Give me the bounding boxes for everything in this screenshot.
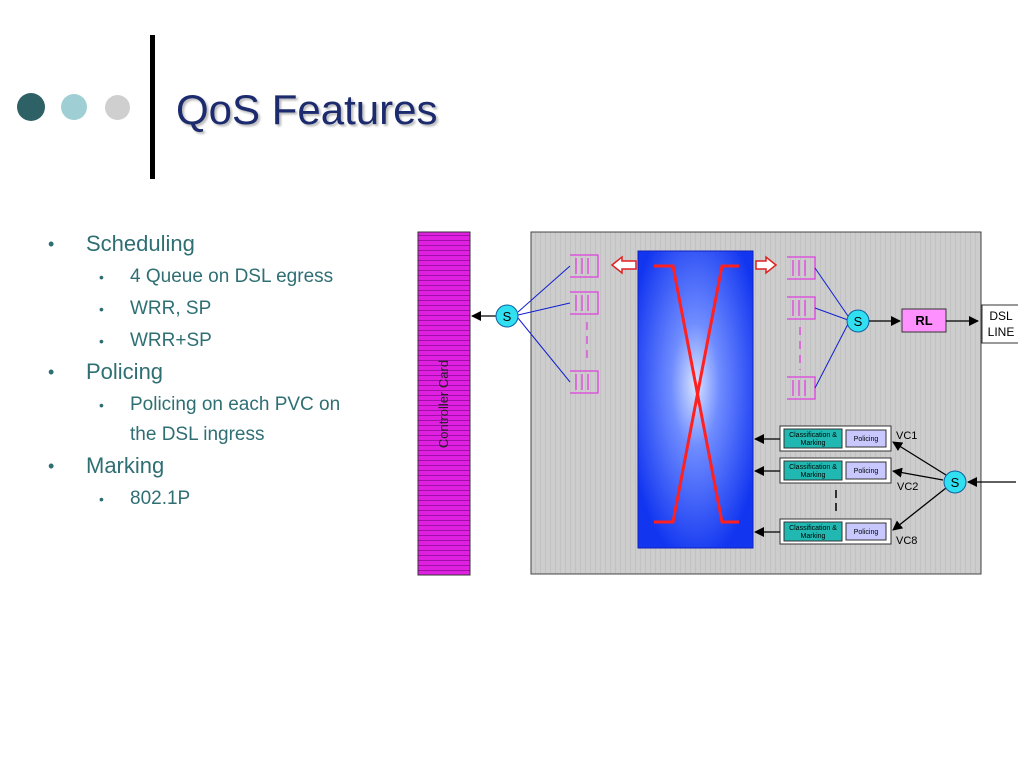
s-to-vc2-arrow xyxy=(892,467,944,481)
ingress-row-vc1: Classification & Marking Policing xyxy=(779,425,892,452)
policing-label: Policing xyxy=(854,468,879,475)
left-scheduler-links xyxy=(517,265,571,383)
classification-label-bottom: Marking xyxy=(801,472,826,479)
dsl-line-label-top: DSL xyxy=(989,309,1013,323)
sub-bullet-wrr-sp: WRR, SP xyxy=(99,294,388,324)
right-scheduler-label: S xyxy=(854,314,863,329)
bullet-policing: Policing xyxy=(48,358,388,386)
classification-box xyxy=(783,521,843,542)
vc1-label: VC1 xyxy=(896,430,917,442)
ingress-row-vc2: Classification & Marking Policing xyxy=(779,457,892,484)
ingress-scheduler-label: S xyxy=(951,475,960,490)
right-scheduler-links xyxy=(814,267,849,389)
fabric-ingress-arrow-icon xyxy=(610,255,637,275)
decor-dot-gray xyxy=(105,95,130,120)
decor-dot-dark xyxy=(17,93,45,121)
left-scheduler-label: S xyxy=(503,309,512,324)
bullet-list: Scheduling 4 Queue on DSL egress WRR, SP… xyxy=(48,228,388,516)
dsl-line-label-bottom: LINE xyxy=(988,325,1015,339)
ingress-row-vc8: Classification & Marking Policing xyxy=(779,518,892,545)
bullet-marking: Marking xyxy=(48,452,388,480)
slide-title: QoS Features xyxy=(176,86,438,133)
fabric-egress-arrow-icon xyxy=(755,255,778,275)
vc2-label: VC2 xyxy=(897,481,918,493)
sub-bullet-policing-pvc: Policing on each PVC on the DSL ingress xyxy=(99,390,360,450)
dsl-line-border xyxy=(981,304,1018,344)
classification-label-top: Classification & xyxy=(789,432,837,439)
left-queue-group xyxy=(570,254,599,394)
classification-box xyxy=(783,460,843,481)
classification-label-top: Classification & xyxy=(789,525,837,532)
controller-card xyxy=(417,231,471,576)
line-card-box xyxy=(530,231,982,575)
sub-bullet-wrr-plus-sp: WRR+SP xyxy=(99,326,388,356)
s-to-vc8-arrow xyxy=(892,487,947,531)
classification-label-bottom: Marking xyxy=(801,440,826,447)
sub-bullet-8021p: 802.1P xyxy=(99,484,388,514)
policing-box xyxy=(845,522,887,541)
queue-icon xyxy=(570,254,599,278)
classification-label-top: Classification & xyxy=(789,464,837,471)
controller-card-label: Controller Card xyxy=(436,360,451,448)
ingress-scheduler-node xyxy=(943,470,967,494)
vc8-label: VC8 xyxy=(896,535,917,547)
left-scheduler-node xyxy=(495,304,519,328)
rate-limiter-label: RL xyxy=(915,313,932,328)
classification-box xyxy=(783,428,843,449)
bullet-scheduling: Scheduling xyxy=(48,230,388,258)
queue-icon xyxy=(570,370,599,394)
policing-box xyxy=(845,461,887,480)
classification-label-bottom: Marking xyxy=(801,533,826,540)
s-to-vc1-arrow xyxy=(892,441,947,476)
dsl-line-box xyxy=(982,305,1018,343)
title-divider xyxy=(150,35,155,179)
qos-diagram: Controller Card S S RL xyxy=(417,231,1018,576)
policing-label: Policing xyxy=(854,436,879,443)
decor-dot-teal xyxy=(61,94,87,120)
sub-bullet-queue: 4 Queue on DSL egress xyxy=(99,262,388,292)
policing-label: Policing xyxy=(854,529,879,536)
policing-box xyxy=(845,429,887,448)
queue-icon xyxy=(570,291,599,315)
crossbar-line-b xyxy=(654,264,739,524)
